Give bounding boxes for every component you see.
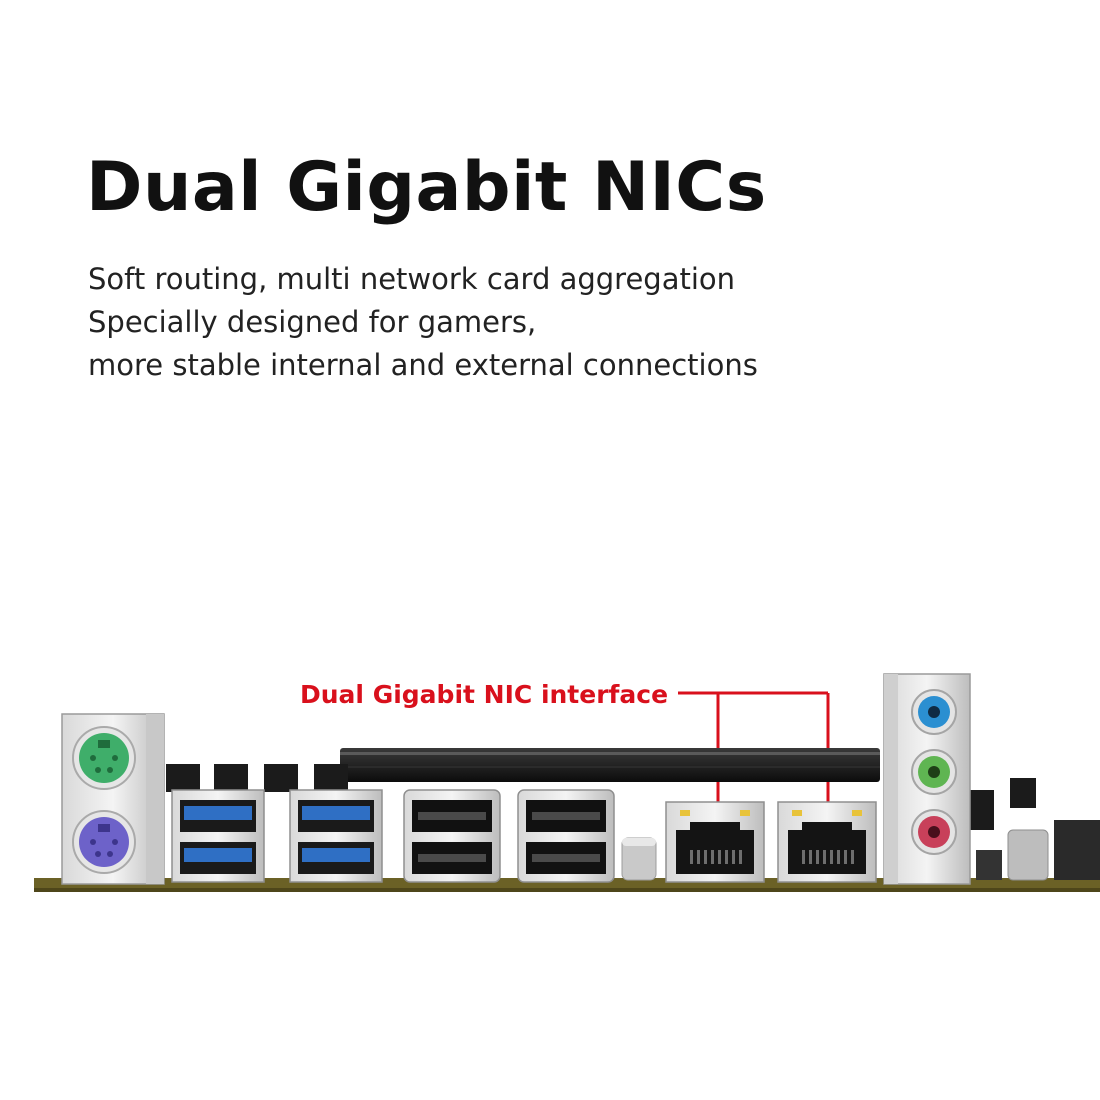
board-components — [976, 820, 1100, 881]
audio-jack-pink — [911, 809, 957, 855]
feature-description: Soft routing, multi network card aggrega… — [88, 258, 758, 387]
usb2-stack-1 — [403, 789, 501, 883]
usb2-stack-2 — [517, 789, 615, 883]
latch-clips — [166, 764, 1036, 830]
capacitor — [621, 837, 657, 881]
ps2-port-purple — [72, 810, 136, 874]
feature-line-1: Soft routing, multi network card aggrega… — [88, 262, 736, 296]
ps2-port-green — [72, 726, 136, 790]
vrm-heatsink — [340, 748, 880, 782]
feature-line-3: more stable internal and external connec… — [88, 348, 758, 382]
rj45-port-1 — [665, 801, 765, 883]
page-title: Dual Gigabit NICs — [86, 148, 767, 227]
audio-jack-blue — [911, 689, 957, 735]
rj45-port-2 — [777, 801, 877, 883]
usb3-stack-1 — [171, 789, 265, 883]
usb3-stack-2 — [289, 789, 383, 883]
motherboard-io-panel — [34, 673, 1100, 892]
nic-callout-label: Dual Gigabit NIC interface — [300, 680, 669, 709]
feature-line-2: Specially designed for gamers, — [88, 305, 537, 339]
audio-jack-green — [911, 749, 957, 795]
